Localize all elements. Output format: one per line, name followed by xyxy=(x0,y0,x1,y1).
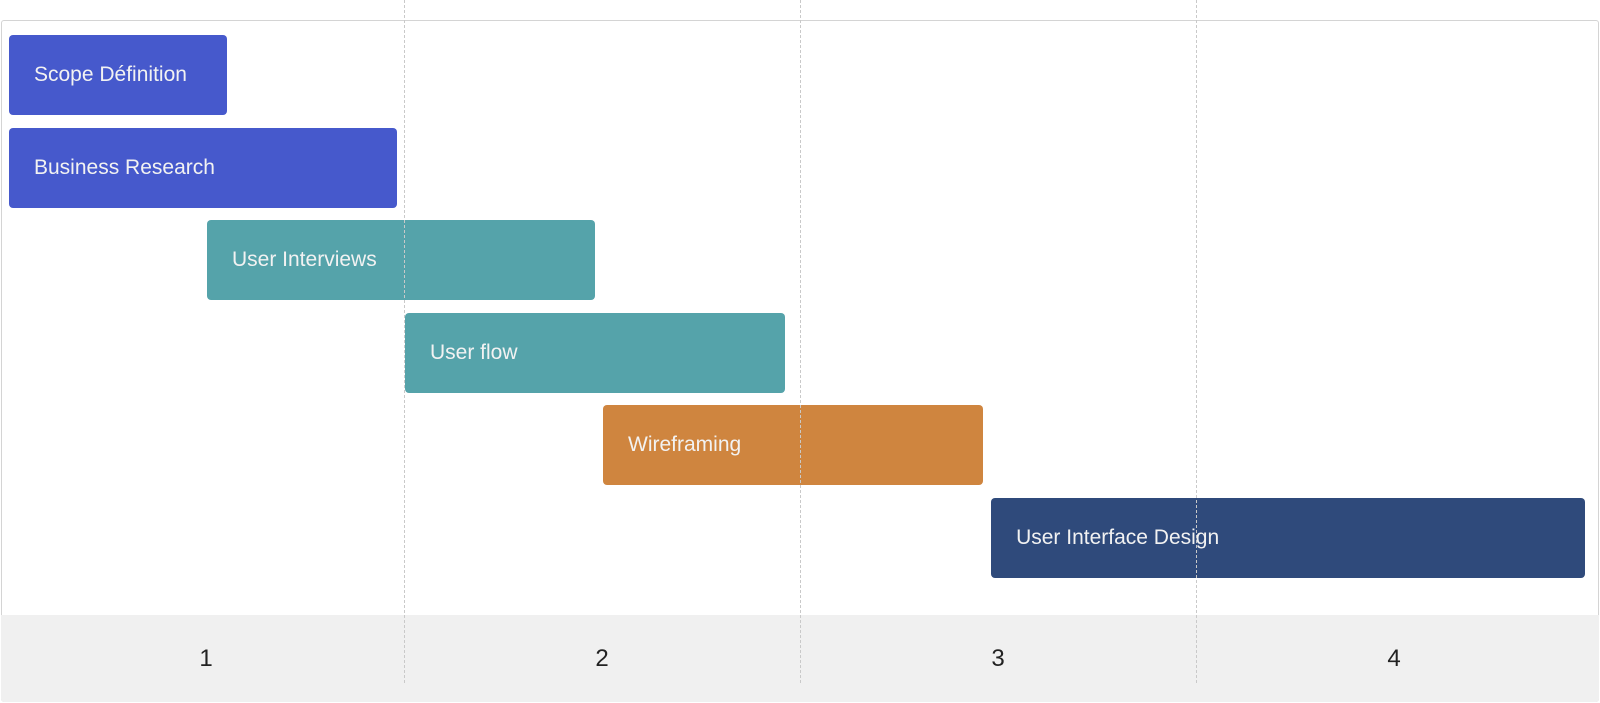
task-label: Scope Définition xyxy=(34,63,187,86)
week-tick-label: 1 xyxy=(199,645,213,672)
task-bar[interactable]: User Interviews xyxy=(207,220,596,300)
task-bar[interactable]: User flow xyxy=(405,312,786,393)
task-bar[interactable]: Business Research xyxy=(9,127,398,208)
week-tick-label: 2 xyxy=(595,645,609,672)
task-label: User Interface Design xyxy=(1016,525,1220,549)
timeline-axis: 1 2 3 4 xyxy=(1,615,1599,702)
task-label: User Interviews xyxy=(232,248,377,271)
task-bar[interactable]: User Interface Design xyxy=(991,497,1586,578)
task-label: Business Research xyxy=(34,155,215,179)
week-tick-label: 4 xyxy=(1387,645,1401,672)
task-label: Wireframing xyxy=(628,433,742,456)
task-bar[interactable]: Wireframing xyxy=(603,405,984,485)
task-bar[interactable]: Scope Définition xyxy=(9,35,227,115)
task-label: User flow xyxy=(430,340,518,364)
week-tick-label: 3 xyxy=(991,645,1005,672)
